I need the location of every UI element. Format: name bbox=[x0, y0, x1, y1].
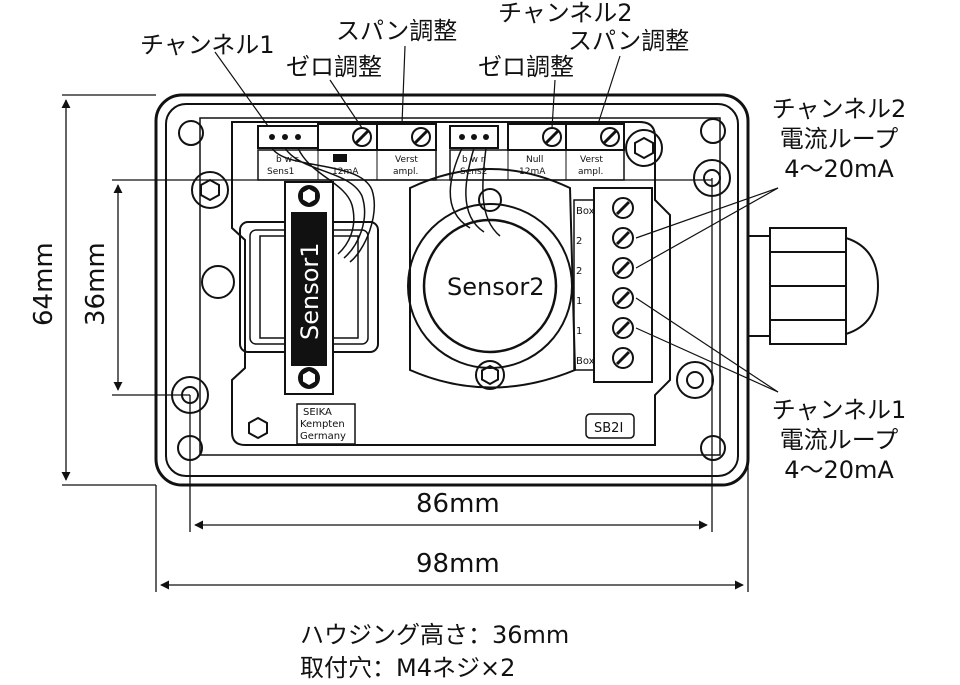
terminal-label: 2 bbox=[576, 266, 582, 277]
ch1-loop-line3: 4～20mA bbox=[784, 456, 894, 484]
ch1-span-label: スパン調整 bbox=[336, 17, 458, 45]
logo-line2: Kempten bbox=[300, 419, 345, 430]
cable-gland bbox=[747, 227, 880, 345]
ch2-span-label: スパン調整 bbox=[568, 27, 690, 55]
corner-hole-br bbox=[700, 435, 726, 461]
sensor1-label: Sensor1 bbox=[296, 242, 324, 340]
sensor2-wires bbox=[449, 147, 501, 237]
conn2-null-line1: Null bbox=[526, 155, 543, 165]
corner-hole-tr bbox=[700, 118, 726, 144]
terminal-label: Box bbox=[576, 356, 595, 367]
dim-height-outer: 64mm bbox=[29, 242, 59, 326]
sensor1-body: Sensor1 bbox=[239, 181, 379, 395]
model-label: SB2I bbox=[594, 421, 623, 436]
seika-logo: SEIKA Kempten Germany bbox=[296, 403, 356, 445]
ch2-loop-line3: 4～20mA bbox=[784, 155, 894, 183]
ch2-title-label: チャンネル2 bbox=[498, 0, 633, 27]
hex-nut-left-mid bbox=[201, 265, 235, 299]
corner-hole-tl bbox=[178, 120, 204, 146]
ch2-span-trimmer bbox=[600, 127, 620, 147]
logo-line3: Germany bbox=[300, 431, 346, 442]
conn2-label-line2: Sens2 bbox=[460, 167, 487, 177]
ch1-span-trimmer bbox=[411, 127, 431, 147]
dim-width-outer: 98mm bbox=[416, 549, 500, 579]
conn1-label-line2: Sens1 bbox=[267, 167, 294, 177]
dimension-lines bbox=[61, 94, 749, 592]
ch2-loop-line2: 電流ループ bbox=[779, 125, 899, 153]
conn2-verst-line1: Verst bbox=[580, 155, 603, 165]
top-right-post bbox=[625, 129, 663, 167]
housing-inner bbox=[165, 103, 739, 477]
housing-height-note: ハウジング高さ：36mm bbox=[300, 621, 570, 649]
ch1-title-label: チャンネル1 bbox=[140, 31, 275, 59]
ch2-loop-title: チャンネル2 bbox=[771, 95, 907, 123]
conn1-verst-line2: ampl. bbox=[393, 167, 418, 177]
ch1-loop-title: チャンネル1 bbox=[771, 396, 907, 424]
conn2-verst-line2: ampl. bbox=[578, 167, 603, 177]
terminal-label: 1 bbox=[576, 296, 582, 307]
pcb-outline bbox=[231, 121, 671, 446]
ch1-loop-line2: 電流ループ bbox=[779, 426, 899, 454]
dim-height-inner: 36mm bbox=[81, 242, 111, 326]
connector-block-ch2: b w r Sens2 Null 12mA Verst ampl. bbox=[449, 123, 625, 181]
hex-nut-bottom-left bbox=[248, 416, 268, 440]
leader-lines bbox=[214, 45, 779, 393]
lid-gasket bbox=[199, 117, 721, 456]
mount-boss-left bbox=[191, 171, 229, 209]
terminal-label: 2 bbox=[576, 236, 582, 247]
ch1-zero-label: ゼロ調整 bbox=[286, 53, 382, 81]
sensor2-body: Sensor2 bbox=[407, 168, 577, 390]
dim-width-inner: 86mm bbox=[416, 489, 500, 519]
mounting-holes-note: 取付穴：M4ネジ×2 bbox=[300, 654, 516, 682]
sensor2-label: Sensor2 bbox=[447, 273, 545, 301]
conn2-label-line1: b w r bbox=[462, 155, 485, 165]
conn2-null-line2: 12mA bbox=[519, 167, 546, 177]
logo-line1: SEIKA bbox=[303, 407, 332, 418]
terminal-label: 1 bbox=[576, 326, 582, 337]
ch2-zero-label: ゼロ調整 bbox=[478, 53, 574, 81]
sensor1-wires bbox=[271, 147, 375, 263]
terminal-label: Box bbox=[576, 206, 595, 217]
conn1-label-line1: b w r bbox=[276, 155, 299, 165]
mount-boss-bottom-right bbox=[676, 361, 714, 399]
conn1-verst-line1: Verst bbox=[395, 155, 418, 165]
model-badge: SB2I bbox=[585, 413, 635, 439]
